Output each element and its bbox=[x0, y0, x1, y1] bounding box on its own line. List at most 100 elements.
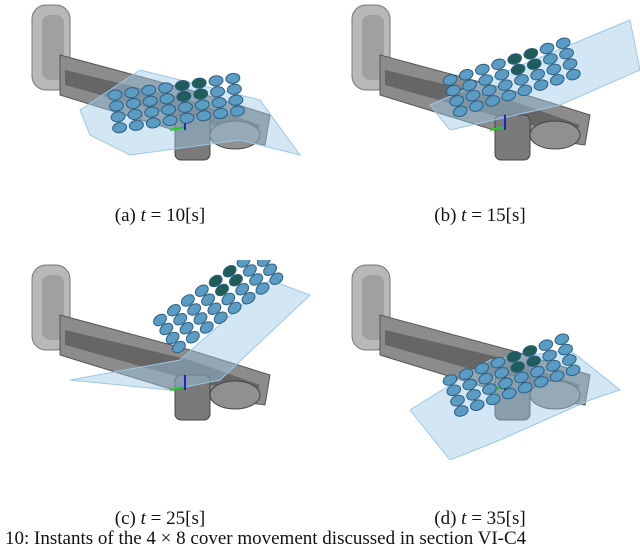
cover-tile bbox=[526, 355, 541, 368]
cover-tile bbox=[538, 339, 554, 351]
cover-tile bbox=[566, 68, 581, 81]
cover-tile bbox=[494, 367, 509, 379]
cover-tile bbox=[215, 283, 229, 297]
subfigure-var: t bbox=[461, 205, 467, 226]
cover-tile bbox=[159, 93, 175, 105]
cover-tile bbox=[446, 384, 462, 397]
subfigure-caption: (c) t = 25[s] bbox=[10, 508, 310, 530]
cover-tile bbox=[526, 58, 542, 70]
subfigure-var: t bbox=[140, 508, 146, 529]
subfigure-label: (a) bbox=[114, 205, 136, 226]
cover-tile bbox=[177, 101, 193, 113]
cover-tile bbox=[510, 361, 525, 373]
subfigure-var: t bbox=[461, 508, 467, 529]
subfigure-eq: = bbox=[145, 508, 167, 529]
cover-tile bbox=[235, 283, 250, 296]
cover-tile bbox=[475, 63, 490, 76]
cover-tile bbox=[162, 115, 178, 127]
cover-tile bbox=[269, 272, 284, 286]
cover-tile bbox=[530, 68, 545, 81]
cover-tile bbox=[241, 292, 256, 305]
cover-tile bbox=[125, 97, 141, 110]
robot-shoulder-inner bbox=[42, 15, 64, 80]
subfigure-value: 10[s] bbox=[166, 205, 206, 226]
cover-tile bbox=[193, 312, 208, 325]
subfigure-image bbox=[340, 0, 640, 200]
cover-tile bbox=[187, 303, 202, 316]
cover-tile bbox=[161, 104, 177, 116]
subfigure-eq: = bbox=[466, 508, 487, 529]
cover-tile bbox=[543, 53, 558, 65]
cover-tile bbox=[191, 77, 207, 89]
cover-tile bbox=[213, 107, 229, 120]
cover-tile bbox=[501, 387, 517, 400]
cover-tile bbox=[555, 37, 571, 49]
cover-tile bbox=[530, 365, 545, 378]
cover-tile bbox=[222, 265, 237, 278]
cover-tile bbox=[165, 331, 180, 345]
cover-tile bbox=[469, 399, 485, 411]
cover-tile bbox=[142, 95, 158, 107]
cover-tile bbox=[533, 376, 549, 388]
cover-tile bbox=[478, 74, 494, 86]
cover-tile bbox=[478, 372, 494, 385]
cover-tile bbox=[107, 89, 123, 101]
cover-tile bbox=[227, 301, 242, 315]
cover-tiles bbox=[107, 72, 245, 134]
subfigure-image bbox=[20, 245, 320, 460]
cover-tile bbox=[501, 89, 517, 102]
cover-tile bbox=[466, 389, 481, 401]
cover-tile bbox=[229, 274, 243, 287]
subfigure-caption: (d) t = 35[s] bbox=[330, 508, 630, 530]
cover-tile bbox=[208, 274, 223, 288]
cover-tile bbox=[199, 321, 214, 334]
cover-tile bbox=[546, 360, 561, 372]
cover-tile bbox=[449, 95, 465, 107]
cover-tile bbox=[207, 302, 222, 316]
cover-tile bbox=[172, 340, 186, 354]
cover-tile bbox=[565, 364, 581, 377]
cover-tile bbox=[450, 394, 465, 407]
cover-tile bbox=[498, 377, 513, 390]
cover-tile bbox=[514, 74, 529, 86]
cover-tile bbox=[144, 106, 160, 118]
cover-tile bbox=[442, 74, 458, 86]
subfigure-value: 15[s] bbox=[486, 205, 526, 226]
robot-hand bbox=[529, 120, 581, 150]
cover-tile bbox=[554, 333, 570, 346]
robot-arm-cover-render bbox=[351, 4, 640, 161]
cover-tile bbox=[208, 75, 224, 87]
subfigure-image bbox=[20, 0, 320, 200]
cover-tile bbox=[559, 47, 574, 60]
cover-tile bbox=[549, 370, 565, 382]
cover-tile bbox=[517, 381, 533, 394]
cover-tile bbox=[128, 119, 144, 131]
cover-tile bbox=[263, 263, 278, 277]
cover-tile bbox=[201, 293, 215, 306]
cover-tile bbox=[497, 79, 513, 91]
cover-tile bbox=[110, 111, 126, 123]
subfigure-label: (b) bbox=[434, 205, 457, 226]
cover-tile bbox=[562, 354, 577, 366]
axis-green bbox=[169, 386, 186, 391]
cover-tile bbox=[213, 311, 228, 325]
cover-tile bbox=[507, 53, 523, 65]
cover-tile bbox=[458, 368, 474, 380]
subfigure-eq: = bbox=[466, 205, 487, 226]
cover-tile bbox=[469, 100, 484, 112]
cover-tile bbox=[167, 304, 181, 317]
cover-tile bbox=[194, 284, 209, 297]
cover-tile bbox=[442, 374, 458, 386]
cover-tile bbox=[474, 362, 490, 375]
cover-tiles bbox=[153, 245, 284, 354]
cover-tile bbox=[546, 63, 562, 76]
cover-tile bbox=[462, 79, 477, 91]
cover-tile bbox=[462, 378, 478, 391]
cover-tile bbox=[539, 42, 555, 55]
cover-tile bbox=[124, 87, 140, 99]
cover-tile bbox=[453, 405, 469, 417]
cover-tile bbox=[446, 84, 461, 97]
cover-tile bbox=[549, 74, 565, 86]
subfigure-value: 35[s] bbox=[486, 508, 526, 529]
cover-tile bbox=[141, 84, 157, 96]
